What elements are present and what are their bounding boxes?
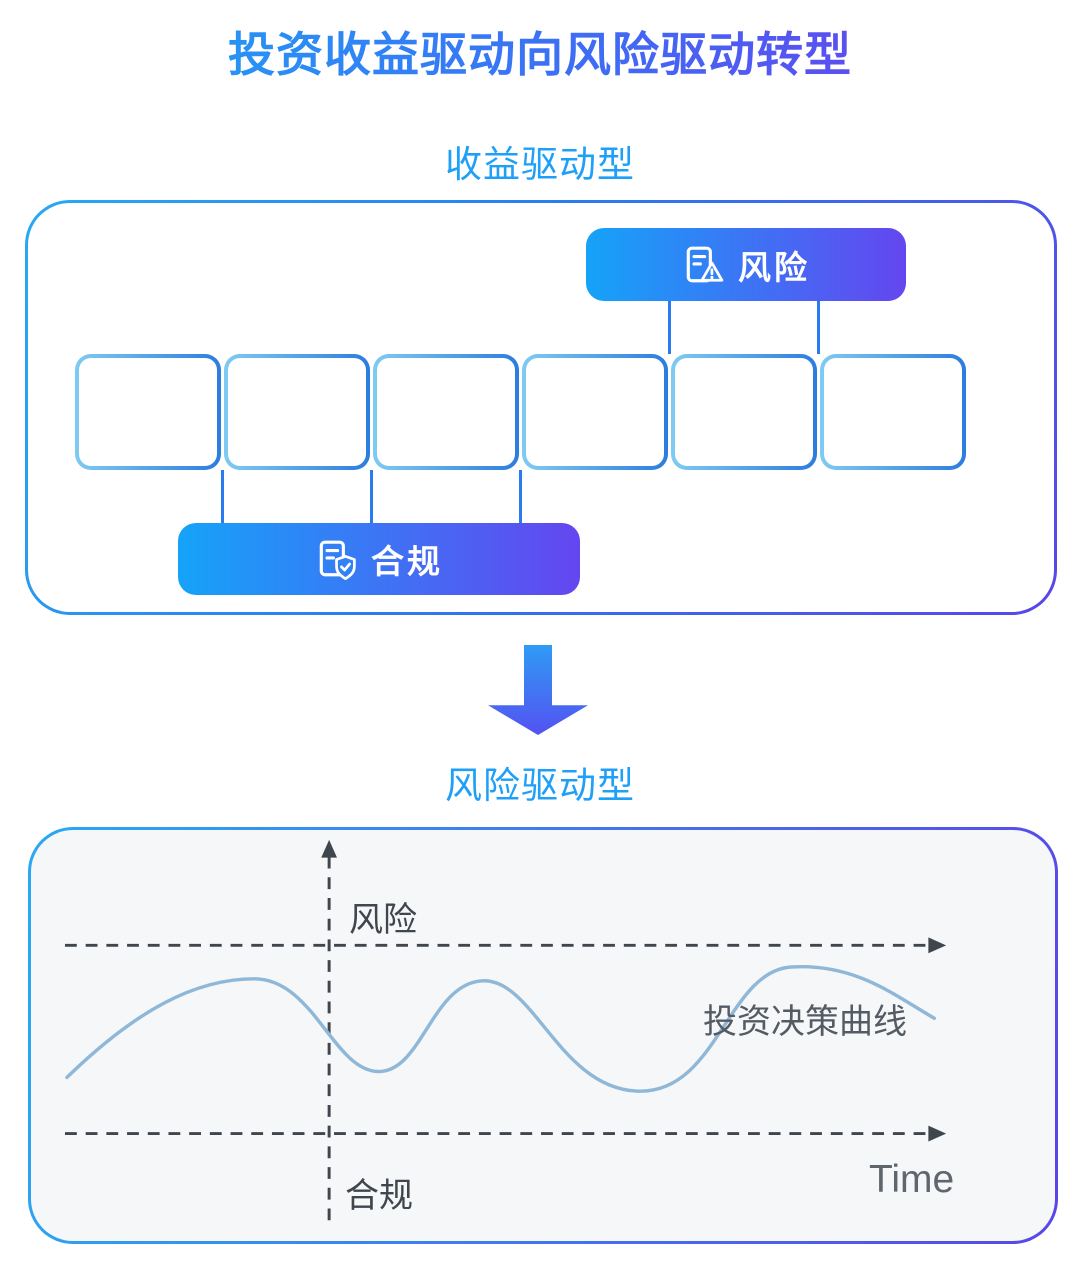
section-label-return-driven: 收益驱动型 [445,144,635,185]
risk-badge-label: 风险 [738,248,810,286]
risk-driven-panel: 风险 合规 Time 投资决策曲线 [28,827,1058,1244]
connector-line [221,470,224,523]
return-driven-panel: 风险 合规 [25,200,1057,615]
compliance-axis-label: 合规 [345,1177,413,1215]
process-box [522,354,668,470]
down-arrow-icon [488,645,588,735]
connector-line [817,301,820,354]
document-shield-check-icon [315,538,357,580]
connector-line [519,470,522,523]
process-box [671,354,817,470]
decision-curve-chart [64,839,947,1228]
risk-axis-label: 风险 [349,901,417,939]
document-warning-icon [682,244,724,286]
process-box [224,354,370,470]
compliance-badge-label: 合规 [371,543,443,580]
connector-line [370,470,373,523]
decision-curve [65,964,937,1093]
curve-label: 投资决策曲线 [703,1003,907,1041]
page-title: 投资收益驱动向风险驱动转型 [0,16,1080,85]
risk-badge: 风险 [586,228,906,301]
process-box [820,354,966,470]
process-box [75,354,221,470]
process-box [373,354,519,470]
compliance-badge: 合规 [178,523,580,595]
time-axis-label: Time [869,1158,955,1201]
section-label-risk-driven: 风险驱动型 [445,765,635,806]
connector-line [668,301,671,354]
